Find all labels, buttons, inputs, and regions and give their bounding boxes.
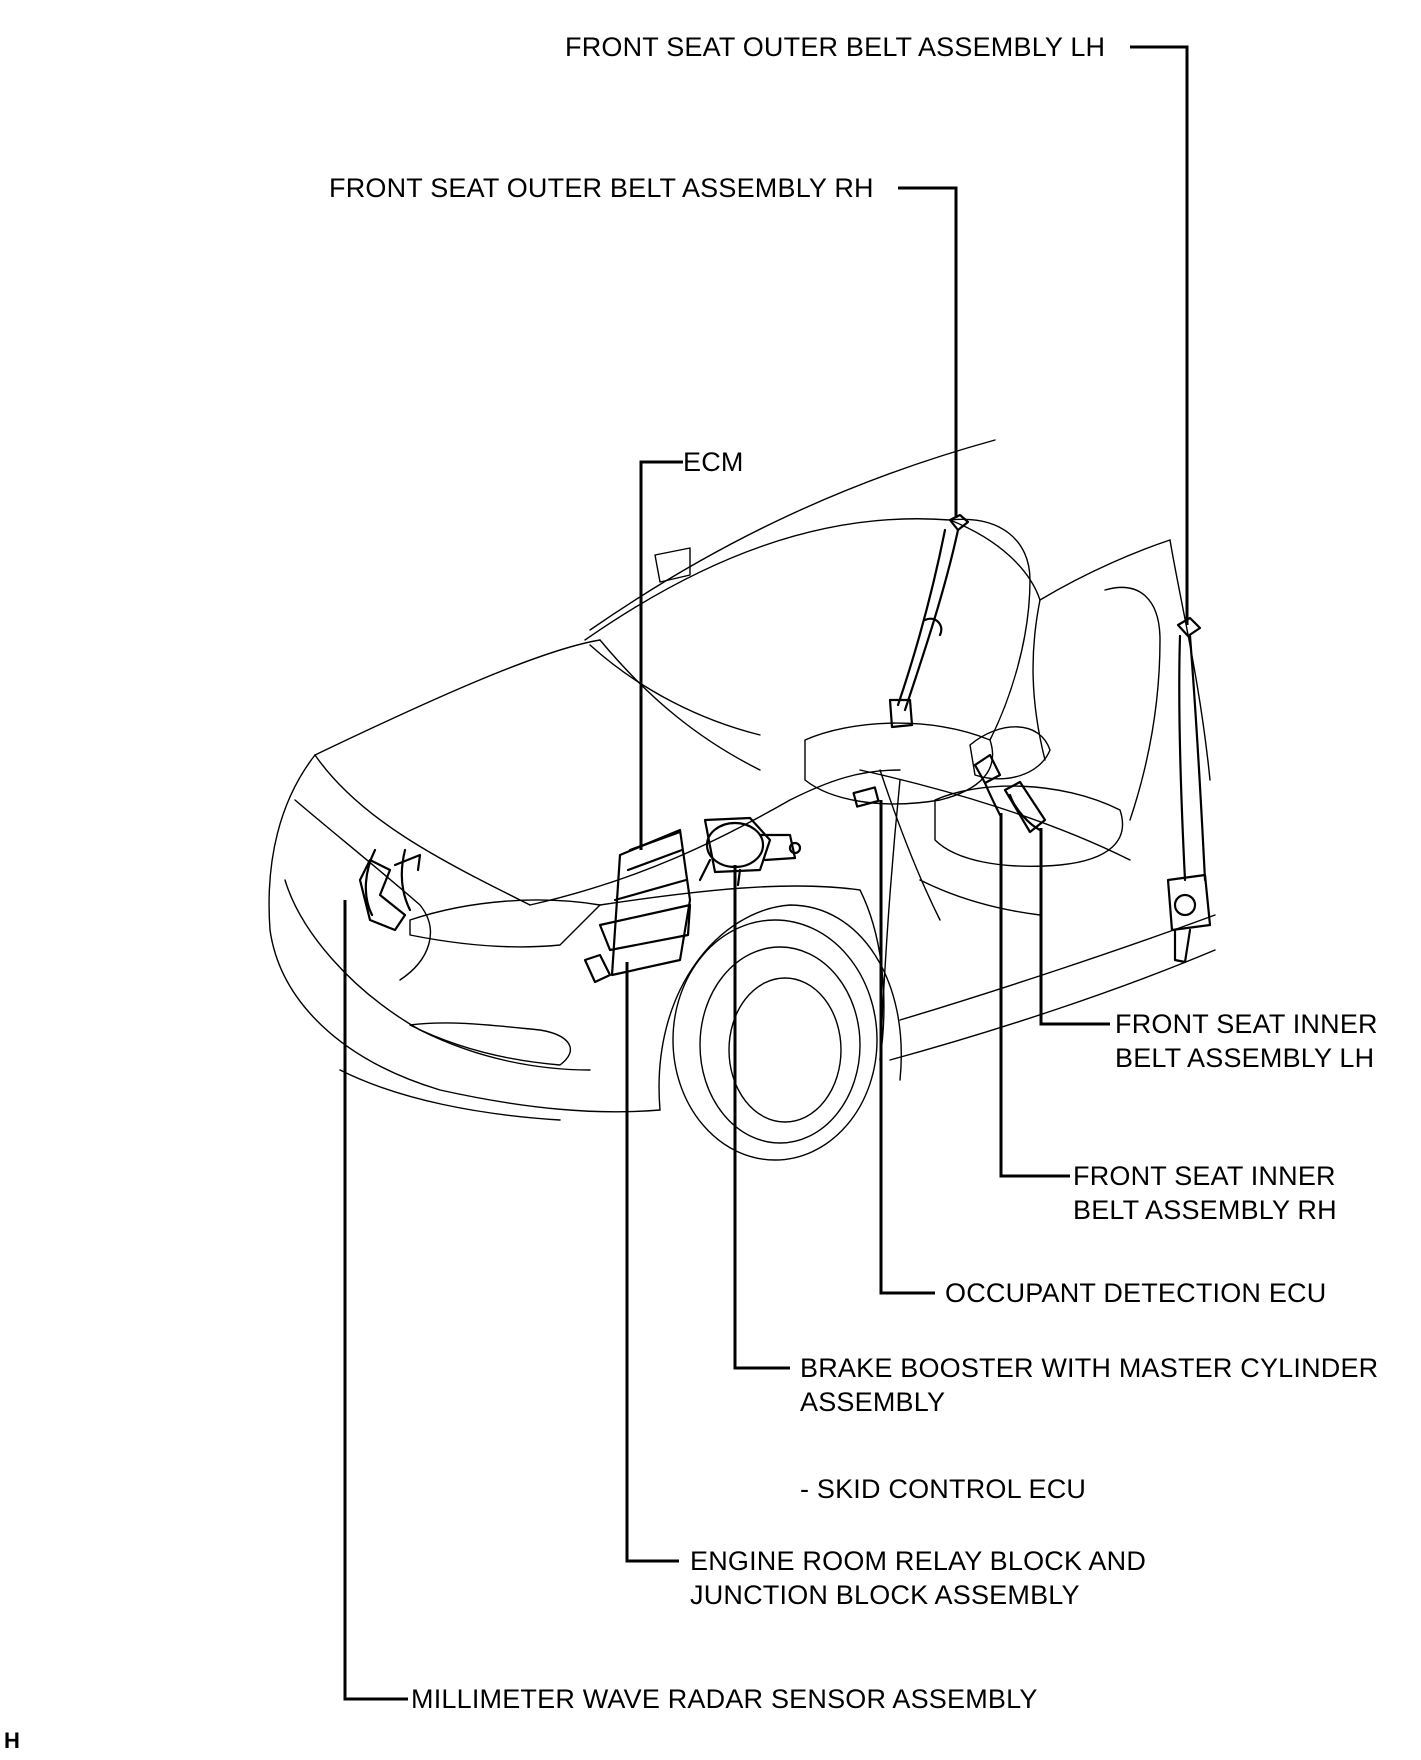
fog-light bbox=[409, 1022, 572, 1066]
label-front-seat-outer-belt-lh: FRONT SEAT OUTER BELT ASSEMBLY LH bbox=[565, 32, 1106, 62]
leader-occupant-ecu bbox=[879, 800, 935, 1295]
roof-line bbox=[589, 439, 996, 631]
fender-line bbox=[599, 885, 885, 1061]
steering-wheel bbox=[969, 726, 1051, 780]
wheel-arch bbox=[658, 904, 902, 1111]
side-window bbox=[1032, 599, 1046, 761]
label-line: ENGINE ROOM RELAY BLOCK AND bbox=[690, 1546, 1147, 1576]
floor-line bbox=[919, 879, 1041, 916]
radar-sensor-glyph bbox=[358, 848, 422, 932]
seat-front-back bbox=[949, 518, 1031, 741]
label-skid-control-ecu: - SKID CONTROL ECU bbox=[800, 1474, 1087, 1504]
a-pillar bbox=[949, 519, 1041, 601]
hood-front bbox=[314, 754, 531, 906]
inner-belt-rh-glyph bbox=[973, 753, 1002, 817]
b-pillar bbox=[1169, 539, 1211, 781]
label-brake-booster: BRAKE BOOSTER WITH MASTER CYLINDER ASSEM… bbox=[800, 1351, 1378, 1419]
cowl bbox=[599, 639, 761, 771]
outer-belt-rh-glyph bbox=[888, 513, 970, 729]
fascia-outline bbox=[268, 754, 661, 1113]
seat-rear-back bbox=[1104, 586, 1161, 821]
bumper-lower bbox=[339, 1069, 561, 1121]
relay-block-glyph bbox=[583, 828, 692, 984]
label-engine-room-relay-block: ENGINE ROOM RELAY BLOCK AND JUNCTION BLO… bbox=[690, 1544, 1146, 1612]
outer-belt-lh-glyph bbox=[1166, 616, 1212, 964]
hood-left bbox=[314, 639, 601, 756]
door-sill bbox=[899, 914, 1216, 1021]
label-front-seat-inner-belt-rh: FRONT SEAT INNER BELT ASSEMBLY RH bbox=[1073, 1159, 1337, 1227]
leader-brake-booster bbox=[733, 865, 790, 1370]
car-outline bbox=[268, 439, 1216, 1161]
label-line: JUNCTION BLOCK ASSEMBLY bbox=[690, 1580, 1080, 1610]
label-ecm: ECM bbox=[683, 447, 744, 477]
leader-inner-belt-lh bbox=[1039, 828, 1110, 1026]
label-millimeter-wave-radar: MILLIMETER WAVE RADAR SENSOR ASSEMBLY bbox=[411, 1684, 1038, 1714]
roof-rear bbox=[1039, 539, 1171, 601]
windshield-top bbox=[584, 518, 951, 641]
headlight bbox=[409, 899, 601, 948]
windshield-bottom bbox=[589, 644, 761, 736]
leader-inner-belt-rh bbox=[999, 813, 1070, 1178]
door-belt-line bbox=[859, 769, 1131, 861]
wheel-outer bbox=[672, 919, 878, 1161]
grille-spindle bbox=[284, 879, 591, 1071]
label-line: FRONT SEAT INNER bbox=[1115, 1009, 1378, 1039]
label-front-seat-outer-belt-rh: FRONT SEAT OUTER BELT ASSEMBLY RH bbox=[329, 173, 874, 203]
label-occupant-detection-ecu: OCCUPANT DETECTION ECU bbox=[945, 1278, 1327, 1308]
side-mirror bbox=[654, 547, 691, 583]
leader-ecm bbox=[639, 460, 683, 850]
corner-mark: H bbox=[4, 1728, 20, 1753]
wheel-hub bbox=[728, 977, 842, 1123]
component-glyphs bbox=[358, 513, 1212, 984]
console bbox=[879, 769, 941, 921]
rocker bbox=[889, 949, 1216, 1061]
hood-right bbox=[529, 769, 901, 906]
door-front-edge bbox=[879, 779, 901, 1061]
label-front-seat-inner-belt-lh: FRONT SEAT INNER BELT ASSEMBLY LH bbox=[1115, 1007, 1378, 1075]
label-line: BRAKE BOOSTER WITH MASTER CYLINDER bbox=[800, 1353, 1379, 1383]
leader-outer-belt-rh bbox=[898, 186, 958, 518]
label-line: ASSEMBLY bbox=[800, 1387, 946, 1417]
seat-rear-cushion bbox=[934, 785, 1124, 867]
leader-outer-belt-lh bbox=[1130, 45, 1189, 625]
occupant-ecu-glyph bbox=[852, 786, 880, 808]
label-line: FRONT SEAT INNER bbox=[1073, 1161, 1336, 1191]
inner-belt-lh-glyph bbox=[1003, 780, 1047, 834]
label-line: BELT ASSEMBLY LH bbox=[1115, 1043, 1375, 1073]
leader-radar bbox=[343, 900, 408, 1701]
leader-relay-block bbox=[625, 962, 679, 1563]
label-line: BELT ASSEMBLY RH bbox=[1073, 1195, 1337, 1225]
seat-front-cushion bbox=[804, 722, 994, 805]
leader-lines bbox=[343, 45, 1189, 1701]
wheel-inner bbox=[699, 946, 861, 1144]
grille-upper bbox=[294, 799, 431, 981]
brake-booster-glyph bbox=[698, 816, 802, 887]
